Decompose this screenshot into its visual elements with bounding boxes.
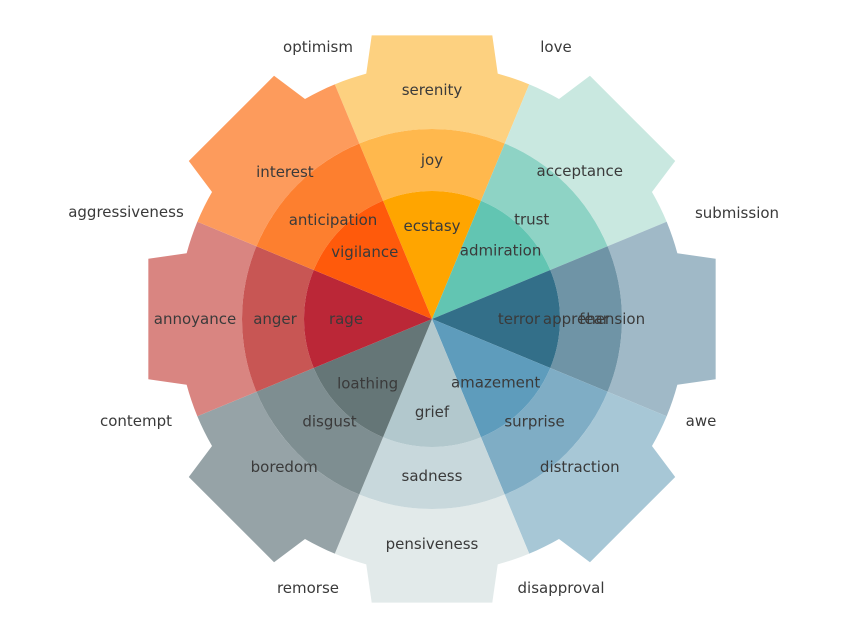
dyad-label-disapproval: disapproval [518,579,605,597]
wheel-sectors [148,35,716,603]
label-inner-admiration: admiration [460,241,542,259]
label-inner-rage: rage [329,310,363,328]
label-inner-ecstasy: ecstasy [403,217,460,235]
label-middle-disgust: disgust [302,413,356,431]
dyad-label-love: love [540,38,571,56]
dyad-label-remorse: remorse [277,579,339,597]
sector-inner-vigilance [313,200,432,319]
label-outer-boredom: boredom [251,458,318,476]
sector-middle-trust [480,143,608,271]
label-middle-fear: fear [579,310,610,328]
dyad-label-submission: submission [695,204,779,222]
label-middle-surprise: surprise [504,413,564,431]
sector-inner-admiration [432,200,551,319]
sector-middle-sadness [359,437,505,510]
label-outer-apprehension: apprehension [543,310,645,328]
dyad-label-aggressiveness: aggressiveness [68,203,184,221]
sector-middle-anticipation [256,143,384,271]
sector-inner-grief [383,319,481,448]
label-inner-grief: grief [415,403,450,421]
label-middle-trust: trust [514,210,549,228]
dyad-label-awe: awe [686,412,717,430]
sector-middle-surprise [480,367,608,495]
label-outer-distraction: distraction [540,458,620,476]
sector-inner-loathing [313,319,432,438]
sector-outer-serenity [334,35,530,144]
dyad-label-contempt: contempt [100,412,172,430]
dyad-label-optimism: optimism [283,38,353,56]
wheel-labels: serenity joy ecstasy acceptance trust admirat… [68,38,779,597]
label-middle-anger: anger [253,310,297,328]
sector-inner-ecstasy [383,190,481,319]
label-middle-joy: joy [420,151,443,169]
sector-middle-disgust [256,367,384,495]
label-inner-loathing: loathing [337,374,398,392]
sector-outer-distraction [504,391,676,563]
sector-outer-pensiveness [334,494,530,603]
label-outer-pensiveness: pensiveness [386,535,479,553]
label-outer-acceptance: acceptance [537,162,624,180]
sector-inner-amazement [432,319,551,438]
label-inner-vigilance: vigilance [331,243,398,261]
label-outer-interest: interest [256,163,314,181]
label-inner-terror: terror [498,310,541,328]
label-outer-annoyance: annoyance [154,310,236,328]
sector-inner-rage [303,270,432,368]
label-outer-serenity: serenity [402,81,463,99]
sector-outer-annoyance [148,221,257,417]
label-middle-sadness: sadness [402,467,463,485]
sector-outer-boredom [188,391,360,563]
label-inner-amazement: amazement [451,374,540,392]
label-middle-anticipation: anticipation [289,211,378,229]
sector-middle-joy [359,128,505,201]
sector-middle-fear [550,246,623,392]
sector-inner-terror [432,270,561,368]
sector-outer-apprehension [607,221,716,417]
sector-middle-anger [241,246,314,392]
sector-outer-acceptance [504,75,676,247]
sector-outer-interest [188,75,360,247]
